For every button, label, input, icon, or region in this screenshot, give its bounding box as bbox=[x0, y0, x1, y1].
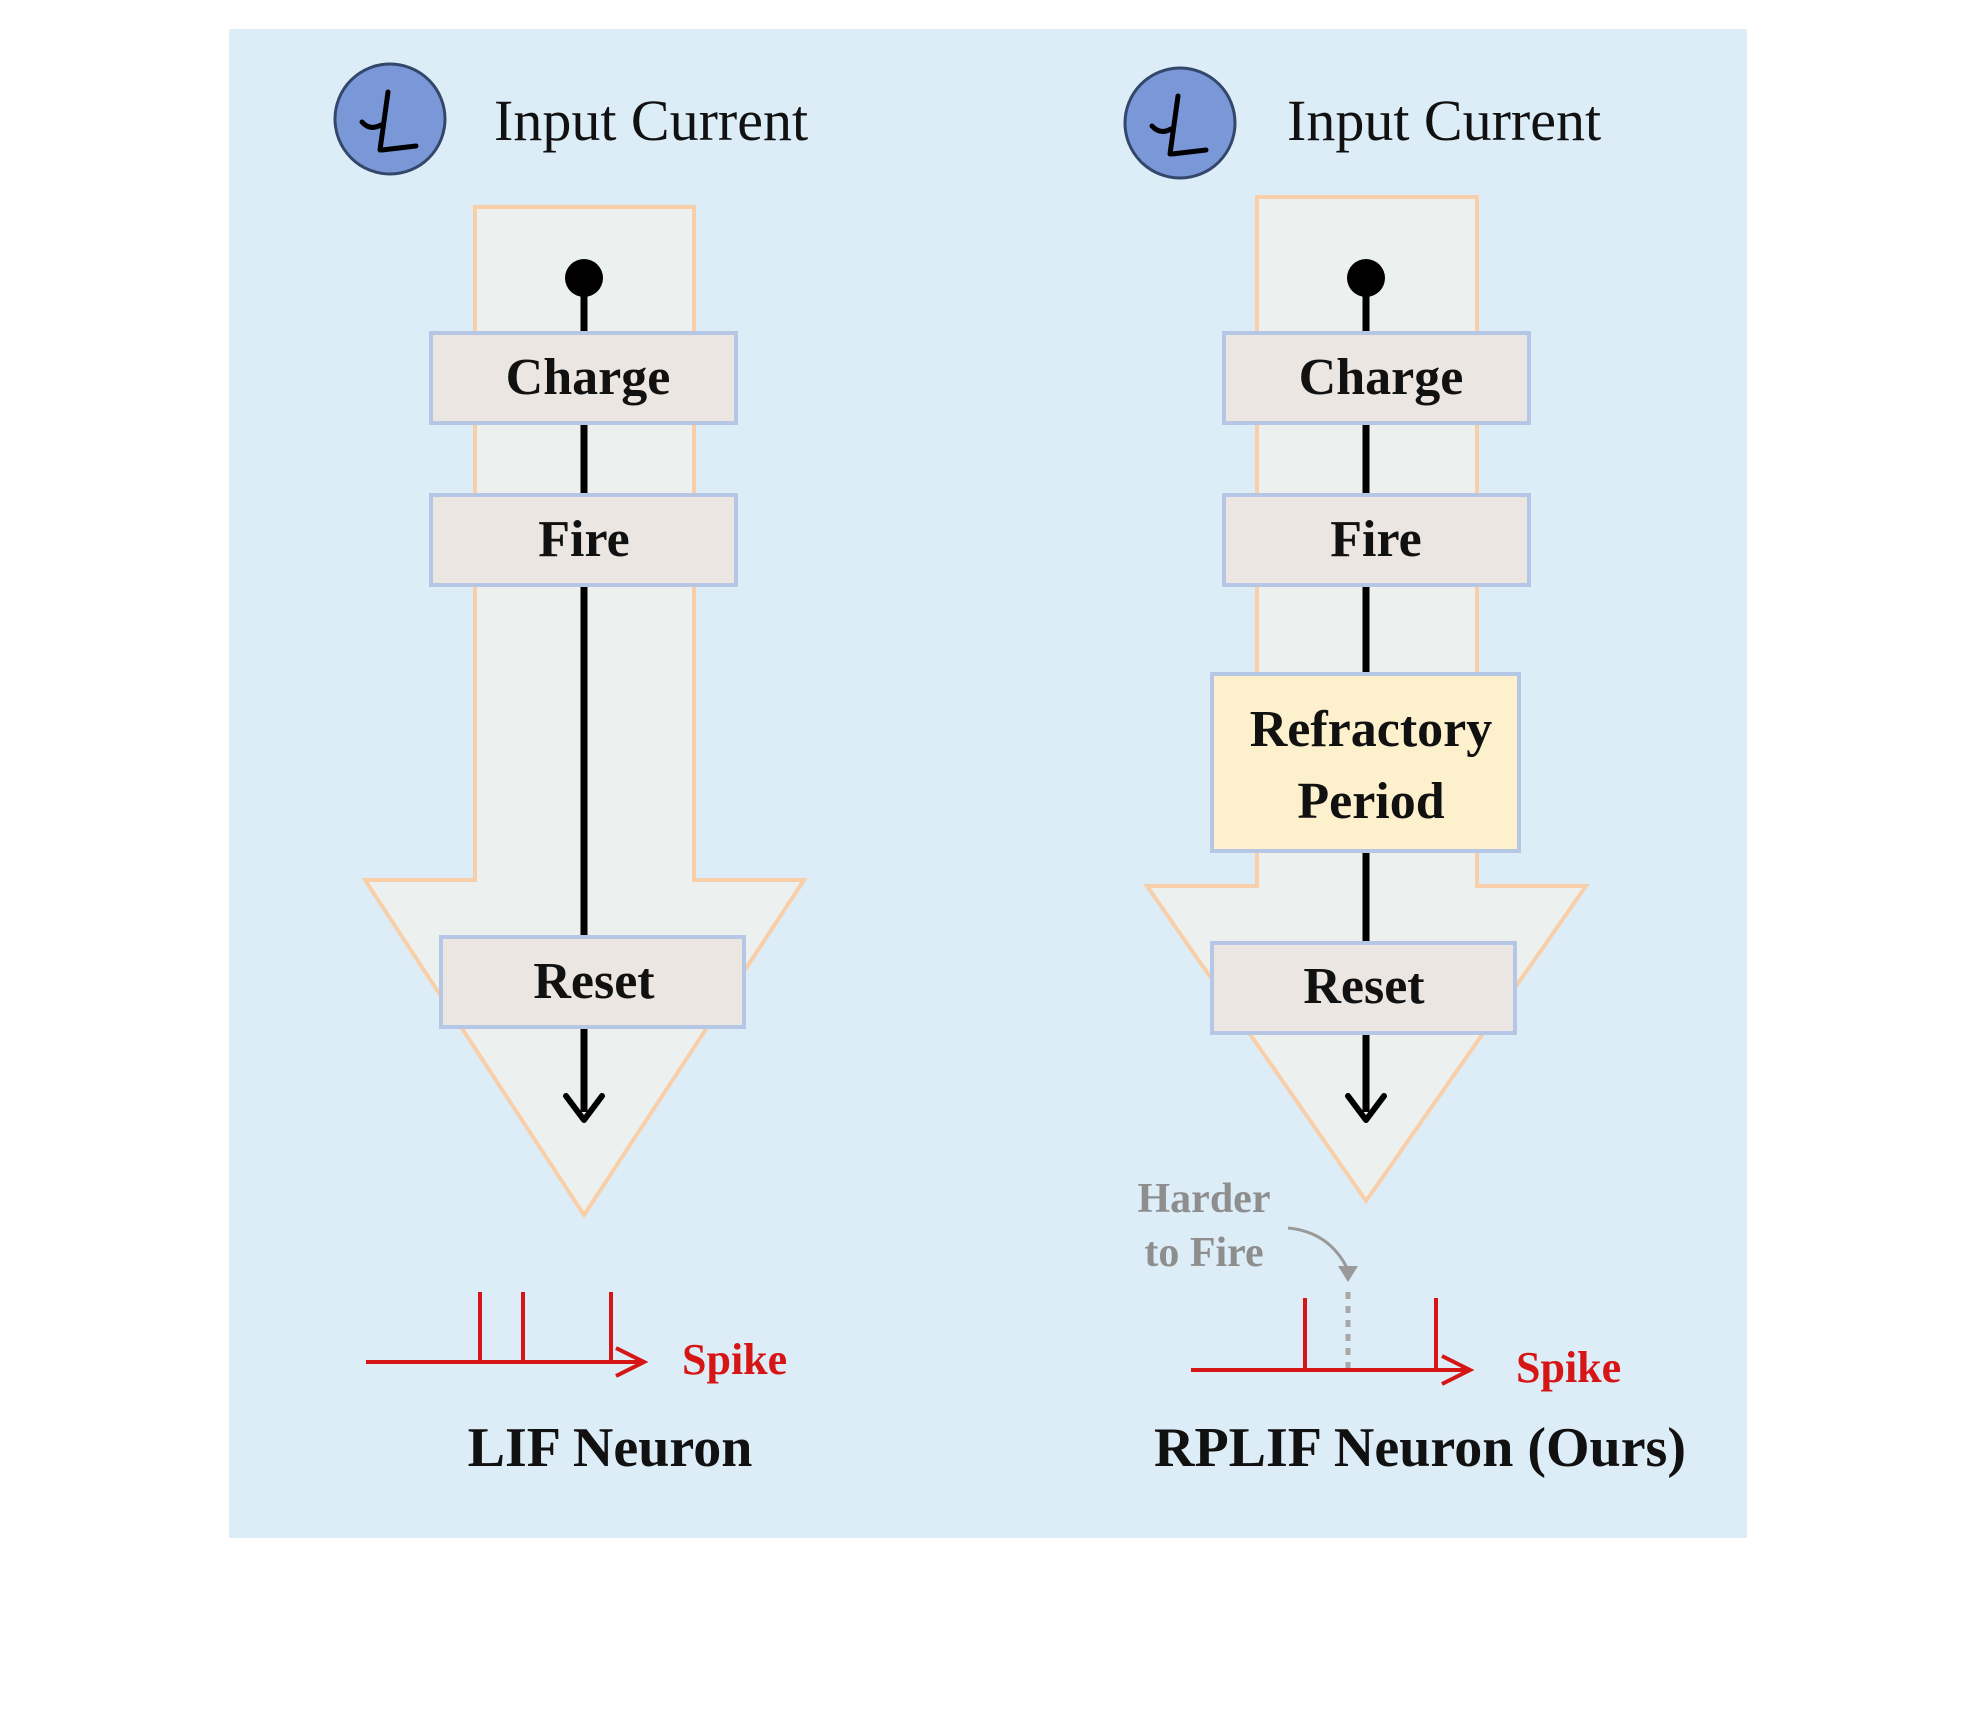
lif-input-clock-icon bbox=[333, 62, 447, 176]
rplif-step-refractory-period: Refractory Period bbox=[1210, 672, 1521, 853]
rplif-step-fire: Fire bbox=[1222, 493, 1531, 587]
lif-step-reset-label: Reset bbox=[533, 953, 655, 1010]
rplif-step-fire-label: Fire bbox=[1330, 511, 1421, 568]
rplif-step-reset: Reset bbox=[1210, 941, 1517, 1035]
lif-step-fire-label: Fire bbox=[538, 511, 629, 568]
rplif-spike-label: Spike bbox=[1516, 1343, 1621, 1392]
lif-step-fire: Fire bbox=[429, 493, 738, 587]
rplif-refractory-label-line2: Period bbox=[1297, 773, 1444, 830]
lif-input-label: Input Current bbox=[494, 88, 808, 153]
rplif-note-curve-arrow bbox=[1287, 1226, 1350, 1271]
rplif-note: Harder to Fire bbox=[1138, 1176, 1358, 1282]
lif-step-reset: Reset bbox=[439, 935, 746, 1029]
rplif-note-line1: Harder bbox=[1138, 1176, 1271, 1222]
rplif-step-charge: Charge bbox=[1222, 331, 1531, 425]
rplif-input-clock-icon bbox=[1123, 66, 1237, 180]
lif-panel: Input Current Charge Fire Reset Spike bbox=[333, 62, 808, 1479]
rplif-panel: Input Current Charge Fire Refractory Per… bbox=[1123, 66, 1686, 1479]
rplif-step-charge-label: Charge bbox=[1299, 349, 1464, 406]
lif-spike-label: Spike bbox=[682, 1335, 787, 1384]
rplif-refractory-label-line1: Refractory bbox=[1250, 701, 1493, 758]
rplif-input-label: Input Current bbox=[1287, 88, 1601, 153]
lif-step-charge: Charge bbox=[429, 331, 738, 425]
lif-neuron-label: LIF Neuron bbox=[468, 1417, 753, 1479]
rplif-note-line2: to Fire bbox=[1144, 1230, 1263, 1276]
lif-axis-arrowhead bbox=[615, 1346, 649, 1378]
lif-step-charge-label: Charge bbox=[506, 349, 671, 406]
lif-spike-train bbox=[366, 1292, 649, 1378]
rplif-step-reset-label: Reset bbox=[1303, 958, 1425, 1015]
rplif-note-arrowhead bbox=[1338, 1266, 1358, 1282]
rplif-spike-train bbox=[1191, 1292, 1475, 1386]
rplif-axis-arrowhead bbox=[1441, 1354, 1475, 1386]
rplif-neuron-label: RPLIF Neuron (Ours) bbox=[1154, 1417, 1686, 1479]
